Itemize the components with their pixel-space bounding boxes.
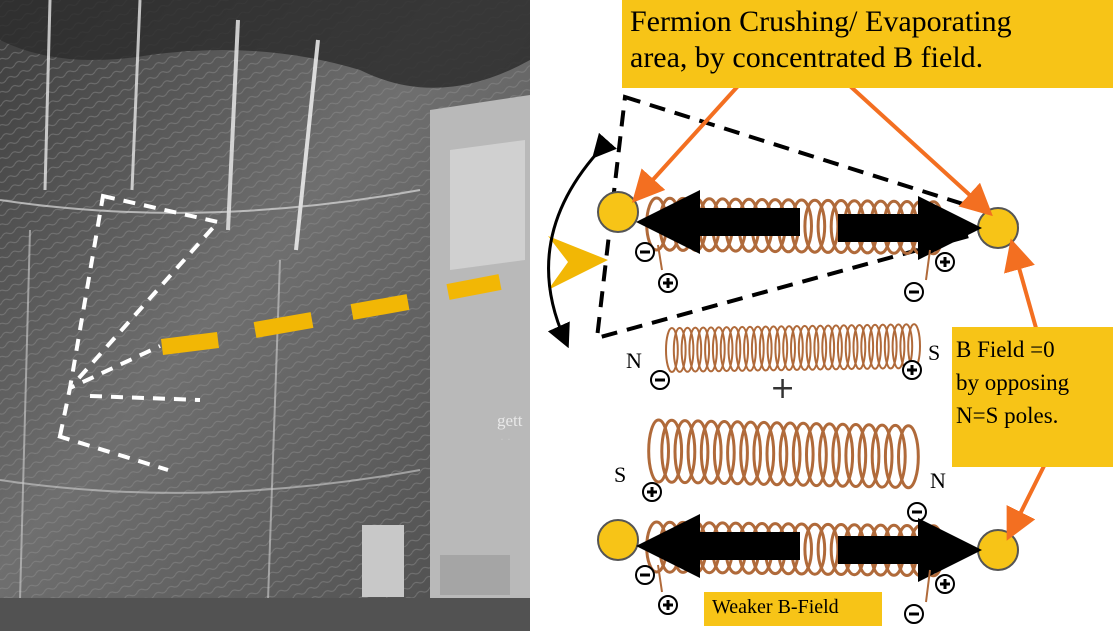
- pole-label-lower-left: S: [614, 462, 626, 487]
- weaker-field-label-box: Weaker B-Field: [704, 592, 882, 626]
- title-label-box: Fermion Crushing/ Evaporating area, by c…: [622, 0, 1113, 88]
- weaker-field-label: Weaker B-Field: [712, 596, 839, 619]
- side-line-2: by opposing: [956, 366, 1069, 399]
- lower-coil: [649, 420, 919, 488]
- yellow-pointer-arrowhead: [548, 236, 608, 290]
- top-right-ball: [978, 208, 1018, 248]
- title-label-text: Fermion Crushing/ Evaporating area, by c…: [630, 4, 1012, 76]
- bottom-right-ball: [978, 530, 1018, 570]
- middle-coil: [666, 324, 920, 372]
- title-line-2: area, by concentrated B field.: [630, 40, 1012, 76]
- top-left-ball: [598, 192, 638, 232]
- lower-coil-terminals: [643, 483, 926, 521]
- pole-label-middle-right: S: [928, 340, 940, 365]
- center-plus-sign: +: [770, 372, 795, 407]
- title-line-1: Fermion Crushing/ Evaporating: [630, 4, 1012, 40]
- side-line-1: B Field =0: [956, 333, 1069, 366]
- coil-loop: [899, 426, 919, 488]
- side-line-3: N=S poles.: [956, 399, 1069, 432]
- bottom-left-ball: [598, 520, 638, 560]
- pole-label-middle-left: N: [626, 348, 642, 373]
- side-label-box: B Field =0 by opposing N=S poles.: [952, 327, 1113, 467]
- pole-label-lower-right: N: [930, 468, 946, 493]
- side-label-text: B Field =0 by opposing N=S poles.: [956, 333, 1069, 432]
